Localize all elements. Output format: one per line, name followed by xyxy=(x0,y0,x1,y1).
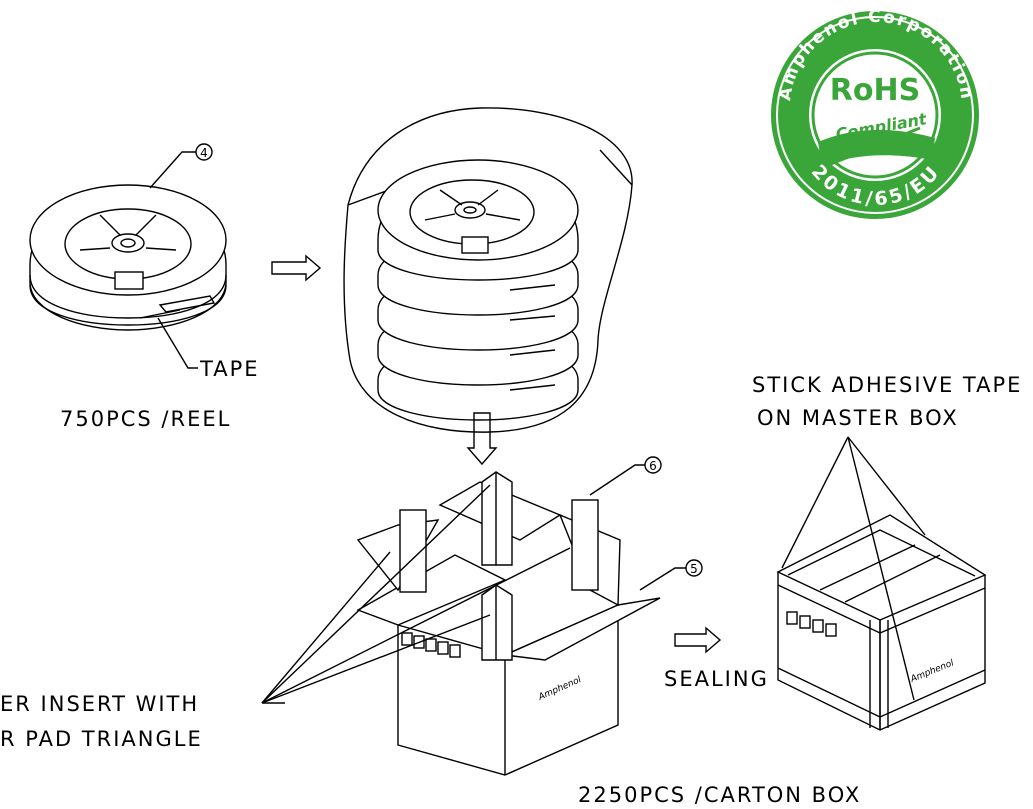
reel-quantity-label: 750PCS /REEL xyxy=(60,407,231,431)
stick-tape-line2: ON MASTER BOX xyxy=(757,406,959,430)
carton-quantity-label: 2250PCS /CARTON BOX xyxy=(578,783,861,807)
rohs-center-text: RoHS xyxy=(830,73,920,108)
tape-leader xyxy=(157,317,198,369)
callout-5: 5 xyxy=(639,559,703,591)
open-carton: Amphenol xyxy=(356,471,661,776)
callout-4-label: 4 xyxy=(200,146,208,160)
arrow-down-icon xyxy=(466,412,498,466)
arrow-sealing-icon xyxy=(674,626,722,654)
arrow-right-icon xyxy=(271,254,322,282)
paper-insert-line1: ER INSERT WITH xyxy=(0,692,199,716)
callout-6: 6 xyxy=(589,456,662,496)
paper-insert-leaders xyxy=(261,484,571,704)
sealing-label: SEALING xyxy=(664,667,769,691)
sealed-master-box: Amphenol xyxy=(776,514,987,731)
callout-5-label: 5 xyxy=(690,562,698,576)
bagged-reel-stack xyxy=(343,107,633,433)
callout-4: 4 xyxy=(149,143,213,189)
handling-icons-sealed xyxy=(786,611,837,637)
tape-label: TAPE xyxy=(199,357,260,381)
rohs-compliance-seal: RoHS Compliant Amphenol Corporation 2011… xyxy=(771,7,979,219)
single-reel xyxy=(29,184,227,331)
adhesive-tape-leaders xyxy=(781,436,926,701)
paper-insert-line2: R PAD TRIANGLE xyxy=(0,727,203,751)
callout-6-label: 6 xyxy=(649,459,657,473)
stick-tape-line1: STICK ADHESIVE TAPE xyxy=(752,373,1022,397)
